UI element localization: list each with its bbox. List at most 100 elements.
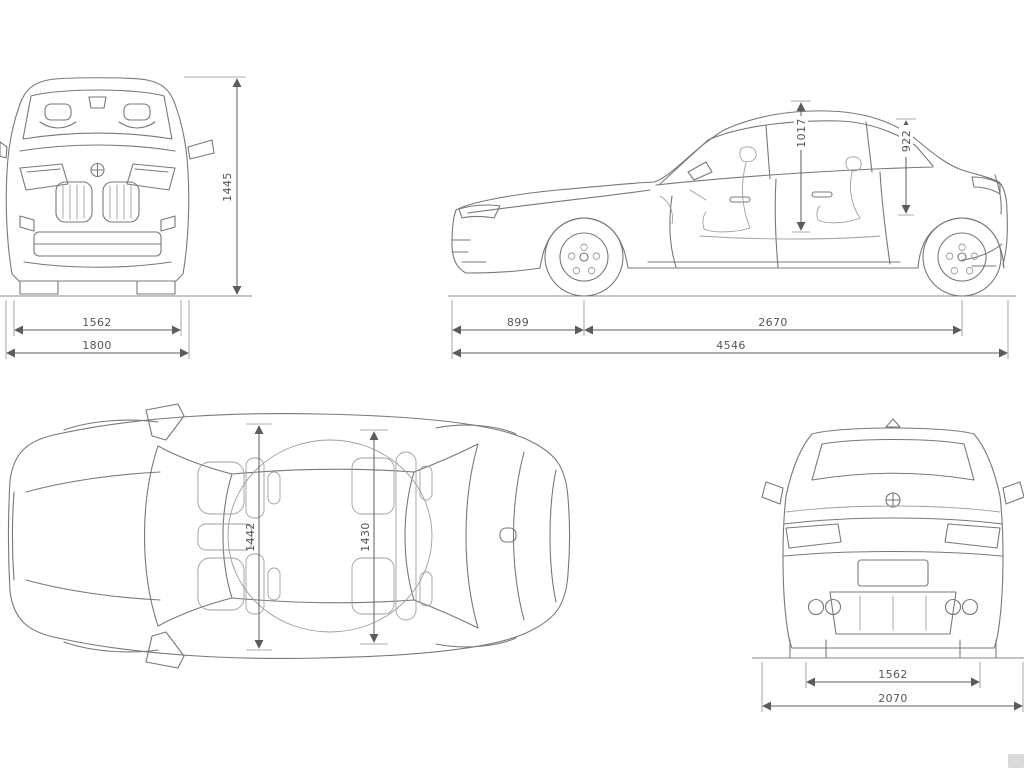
front-mirror-left xyxy=(0,141,8,159)
rear-width-label: 2070 xyxy=(878,692,908,705)
rear-shoulder-crease xyxy=(785,505,1001,513)
rear-headrest-left xyxy=(419,465,433,501)
exhaust-right-inner xyxy=(944,598,962,616)
rear-diffuser xyxy=(829,591,957,635)
rear-trunk-lines xyxy=(783,517,1003,557)
side-headlight xyxy=(458,204,501,219)
rear-dimensions: 1562 2070 xyxy=(761,662,1024,712)
rear-view: 1562 2070 xyxy=(752,418,1024,712)
rear-mirror-left xyxy=(761,481,784,505)
rear-width-extensions xyxy=(761,662,1024,712)
front-height-label: 1445 xyxy=(221,172,234,202)
rim xyxy=(937,232,987,282)
rear-seat-cushion-left xyxy=(351,457,395,515)
spoke-holes xyxy=(946,243,978,275)
tire xyxy=(544,217,624,297)
rear-license-plate xyxy=(857,559,929,587)
headroom-rear-label-bg xyxy=(899,125,913,157)
front-mirror-right xyxy=(187,139,215,160)
rear-track-label: 1562 xyxy=(878,668,908,681)
front-seat-cushion-right xyxy=(197,557,245,611)
side-door-handle-rear xyxy=(811,191,833,198)
front-width-label: 1800 xyxy=(82,339,112,352)
rear-body-outline xyxy=(782,427,1004,649)
exhaust-left-outer xyxy=(807,598,825,616)
side-front-details xyxy=(451,189,901,263)
top-seats xyxy=(197,451,433,621)
top-body-details xyxy=(11,419,557,653)
rear-mirror-right xyxy=(1002,481,1024,505)
side-view: 1017 922 899 2670 4546 xyxy=(448,100,1016,359)
side-length-dimensions: 899 2670 4546 xyxy=(451,300,1009,359)
top-body-outline xyxy=(7,412,571,660)
interior-width-rear-ticks xyxy=(360,429,388,645)
front-view: 1445 1562 1800 xyxy=(0,76,252,359)
rear-wheels xyxy=(789,639,997,659)
front-headrest-right xyxy=(123,103,151,121)
front-headrest-left xyxy=(267,471,281,505)
front-seat-back-right xyxy=(245,553,265,615)
front-headlight-left xyxy=(19,163,69,191)
tire xyxy=(922,217,1002,297)
top-mirror-upper xyxy=(145,403,185,441)
front-headrest-right xyxy=(267,567,281,601)
hub xyxy=(579,252,589,262)
top-view: 1442 1430 xyxy=(7,403,571,669)
rear-taillight-left xyxy=(785,523,842,549)
front-rearview-mirror xyxy=(88,96,107,109)
top-mirror-lower xyxy=(145,631,185,669)
headroom-front-label: 1017 xyxy=(795,118,808,148)
length-label: 4546 xyxy=(716,339,746,352)
front-details xyxy=(19,121,176,268)
interior-width-front-ticks xyxy=(246,423,272,651)
interior-width-rear-label: 1430 xyxy=(359,522,372,552)
front-headlight-right xyxy=(126,163,176,191)
headroom-rear-label: 922 xyxy=(900,130,913,152)
front-windshield xyxy=(22,89,173,140)
side-interior-dimensions: 1017 922 xyxy=(791,100,916,233)
front-dimensions: 1445 1562 1800 xyxy=(5,76,246,359)
top-roof-opening xyxy=(227,439,433,633)
wheelbase-label: 2670 xyxy=(758,316,788,329)
front-seat-back-left xyxy=(245,457,265,519)
spoke-holes xyxy=(568,243,600,275)
side-door-handle-front xyxy=(729,196,751,203)
rear-headrest-right xyxy=(419,571,433,607)
rear-diffuser-fins xyxy=(859,595,927,631)
headroom-front-label-bg xyxy=(794,116,808,150)
front-kidney-grille-right xyxy=(102,181,140,223)
rear-bench-back xyxy=(395,451,417,621)
side-extensions xyxy=(451,300,1009,359)
front-width-extensions xyxy=(5,300,190,359)
rear-track-extensions xyxy=(805,662,981,688)
side-body-outline xyxy=(451,110,1008,274)
side-interior-seats xyxy=(659,146,881,240)
rear-taillight-right xyxy=(944,523,1001,549)
side-rear-wheel xyxy=(922,217,1002,297)
top-antenna xyxy=(499,527,517,543)
side-mirror xyxy=(687,161,713,181)
top-greenhouse xyxy=(143,443,479,629)
headroom-rear-ticks xyxy=(896,118,916,216)
hub xyxy=(957,252,967,262)
front-bumper-intake xyxy=(33,231,162,257)
front-track-label: 1562 xyxy=(82,316,112,329)
headroom-front-ticks xyxy=(791,100,811,233)
interior-width-front-label: 1442 xyxy=(244,522,257,552)
corner-watermark xyxy=(1008,754,1024,768)
front-side-intakes xyxy=(19,215,176,232)
rim xyxy=(559,232,609,282)
side-rear-details xyxy=(961,174,1003,267)
front-wheels xyxy=(19,280,176,295)
front-seat-cushion-left xyxy=(197,461,245,515)
side-glasshouse xyxy=(655,120,934,186)
front-overhang-label: 899 xyxy=(507,316,529,329)
front-kidney-grille-left xyxy=(55,181,93,223)
front-body-outline xyxy=(5,77,190,282)
front-roundel-cross xyxy=(90,162,105,178)
rear-roundel-cross xyxy=(885,492,901,508)
front-track-extensions xyxy=(13,300,182,336)
rear-antenna-fin xyxy=(885,418,901,428)
